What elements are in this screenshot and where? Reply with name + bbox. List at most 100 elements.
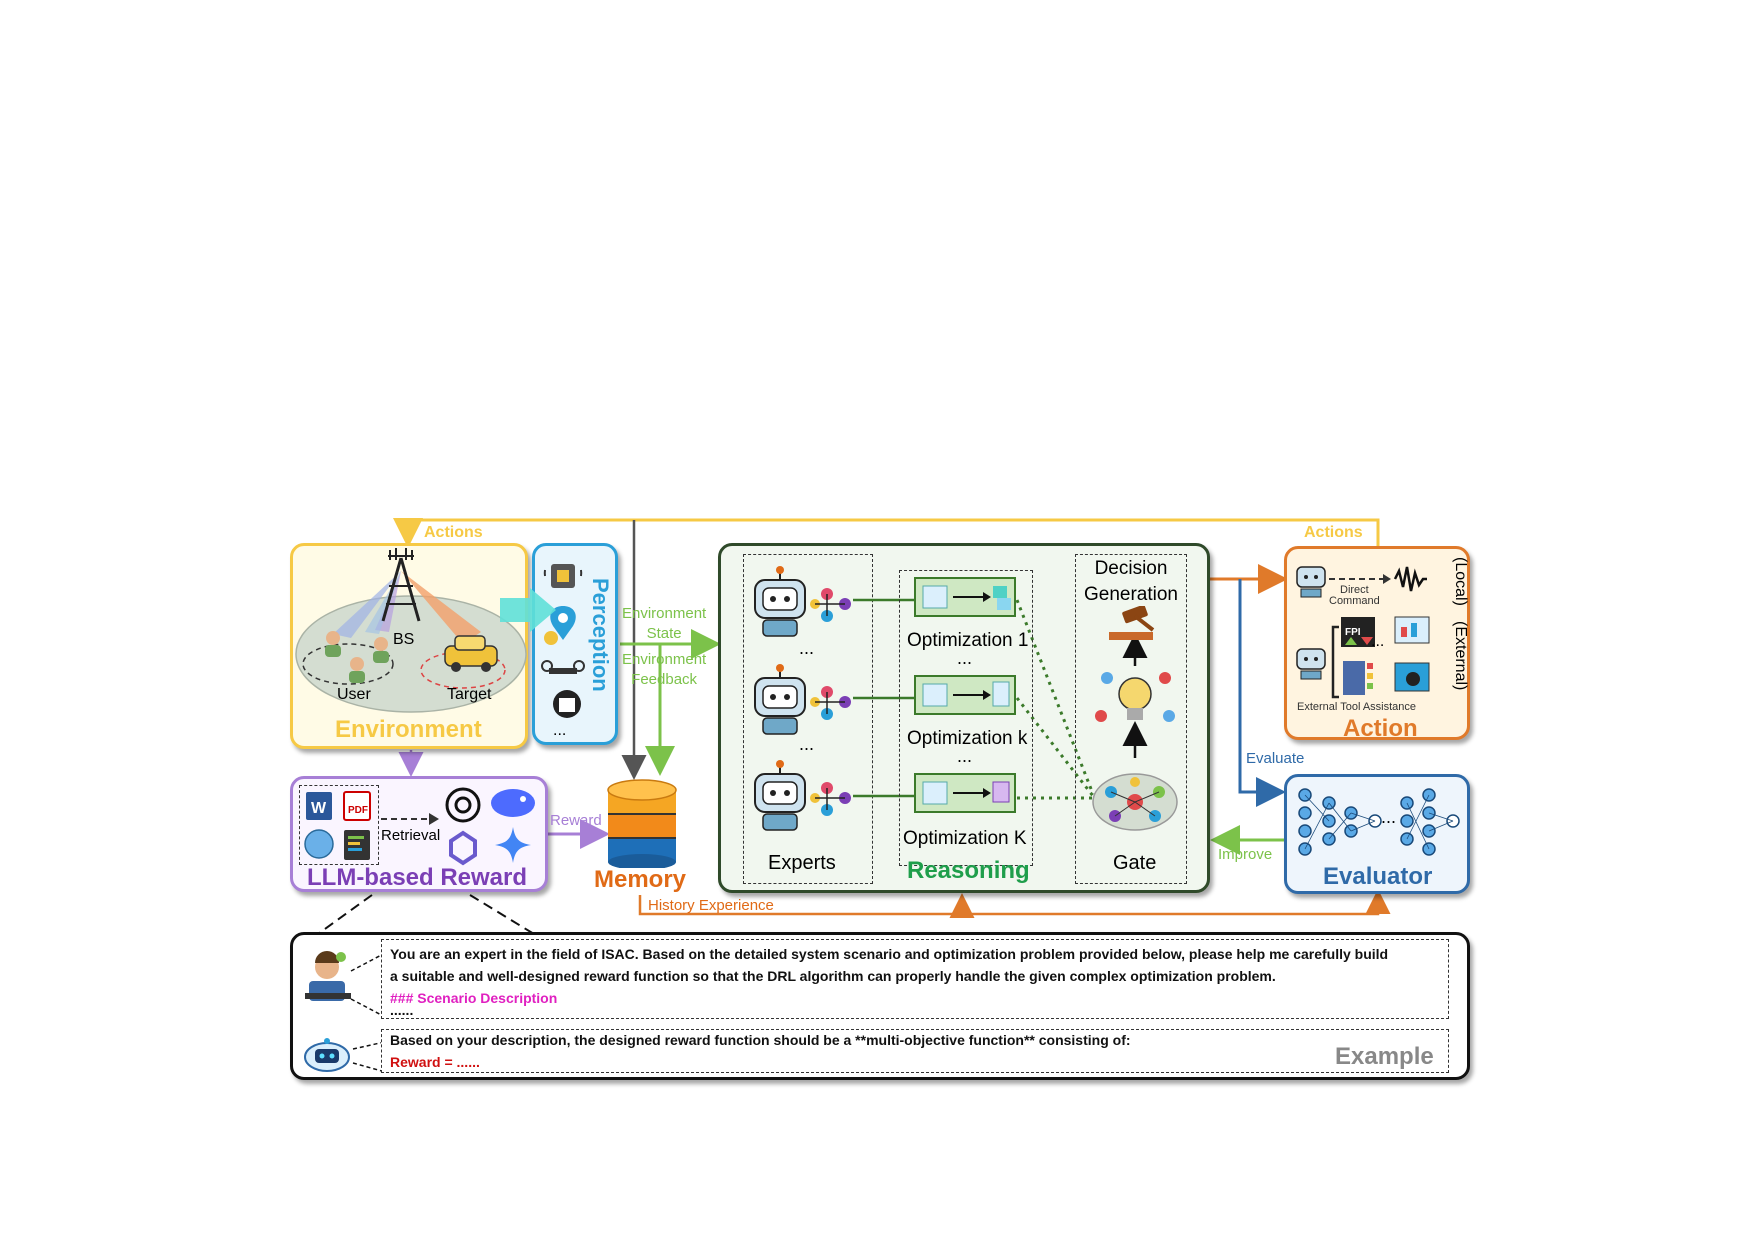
database-icon [607, 779, 677, 868]
sensor-icons [541, 564, 585, 718]
chart-tool-icon [1394, 616, 1430, 644]
drone-icon [541, 660, 585, 674]
svg-text:PDF: PDF [348, 805, 368, 816]
robot-sensor-icon [553, 690, 581, 718]
bot-response-box: Based on your description, the designed … [381, 1029, 1449, 1073]
reasoning-connectors [853, 598, 1148, 800]
decision-line1: Decision [1094, 558, 1168, 579]
evaluate-label: Evaluate [1246, 750, 1305, 767]
svg-text:W: W [311, 800, 327, 817]
environment-scene [295, 548, 527, 713]
tower-icon [381, 548, 421, 622]
example-avatars [304, 951, 381, 1072]
environment-state-label: Environment State [622, 604, 706, 644]
optimization-k-label: Optimization k [907, 728, 1028, 749]
environment-panel: BS User Target Environment [290, 543, 528, 749]
bot-response-line1: Based on your description, the designed … [390, 1032, 1131, 1048]
action-icons: FPI [1296, 566, 1430, 699]
globe-icon [304, 829, 334, 859]
optimization-block-icon [914, 577, 1016, 617]
user-label: User [337, 686, 371, 703]
experts-label: Experts [768, 852, 836, 874]
target-label: Target [447, 686, 492, 703]
env-feedback-line1: Environment [622, 651, 707, 668]
action-ellipsis: ... [1371, 633, 1385, 650]
pdf-icon: PDF [343, 791, 371, 821]
chip-icon [543, 564, 583, 588]
robot-icon [754, 566, 851, 637]
environment-feedback-label: Environment Feedback [622, 650, 706, 690]
optimization-block-icon [914, 773, 1016, 813]
retrieval-label: Retrieval [381, 827, 441, 844]
opt-ellipsis-1: ... [957, 648, 973, 668]
waveform-icon [1393, 566, 1427, 592]
document-icons: W PDF [304, 791, 371, 860]
env-state-line2: State [646, 625, 682, 642]
gate-label: Gate [1113, 852, 1157, 874]
scenario-description-label: ### Scenario Description [390, 990, 558, 1006]
svg-text:FPI: FPI [1345, 627, 1361, 638]
action-panel: FPI ... Direct Command External Tool Ass… [1284, 546, 1470, 742]
robot-icon [1296, 566, 1326, 598]
actions-loop-label: Actions [424, 524, 483, 541]
user-prompt-line2: a suitable and well-designed reward func… [390, 968, 1276, 984]
direct-command-label: Direct Command [1329, 585, 1380, 607]
experts-group [743, 554, 873, 884]
direct-command-line1: Direct [1340, 584, 1369, 596]
opt-ellipsis-2: ... [957, 746, 973, 766]
expert-robot-3 [754, 760, 851, 831]
deepseek-icon [491, 789, 535, 817]
reasoning-title: Reasoning [907, 857, 1030, 884]
word-icon: W [306, 792, 332, 820]
settings-tool-icon [1394, 662, 1430, 692]
gavel-icon [1109, 606, 1155, 640]
location-icon [544, 606, 576, 645]
gemini-icon [495, 827, 531, 863]
optimization-K-label: Optimization K [903, 828, 1027, 849]
database-tool-icon [1343, 661, 1373, 695]
decision-group [1075, 554, 1187, 884]
external-label: (External) [1452, 621, 1469, 691]
memory-title: Memory [594, 866, 687, 893]
expert-robots [754, 566, 851, 735]
qwen-icon [449, 830, 477, 866]
decision-line2: Generation [1083, 584, 1178, 605]
evaluator-panel: ... Evaluator [1284, 774, 1470, 894]
optimization-block-icon [914, 675, 1016, 715]
code-file-icon [344, 830, 370, 860]
bot-avatar-icon [304, 1038, 350, 1072]
neural-network-icon [1298, 788, 1460, 856]
decision-generation-label: Decision Generation [1079, 556, 1183, 608]
fpi-icon: FPI [1341, 617, 1375, 647]
perception-title: Perception [588, 578, 613, 692]
environment-title: Environment [335, 716, 482, 743]
llm-logo-icons [445, 787, 535, 866]
user-prompt-line1: You are an expert in the field of ISAC. … [390, 946, 1389, 962]
evaluator-ellipsis: ... [1381, 807, 1397, 827]
perception-panel: ... Perception [532, 543, 618, 745]
env-state-line1: Environment [622, 605, 707, 622]
openai-icon [445, 787, 481, 823]
document-source-box: W PDF [299, 785, 379, 865]
bot-response-reward: Reward = ...... [390, 1054, 480, 1070]
llm-reward-title: LLM-based Reward [307, 864, 528, 891]
optimization-blocks [914, 577, 1016, 813]
gate-network-icon [1092, 773, 1178, 831]
experts-ellipsis-2: ... [799, 734, 815, 754]
car-icon [444, 635, 498, 672]
user-prompt-ellipsis: ...... [390, 1002, 414, 1018]
robot-icon [1296, 648, 1326, 680]
user-prompt-box: You are an expert in the field of ISAC. … [381, 939, 1449, 1019]
reward-arrow-label: Reward [550, 812, 602, 829]
reasoning-panel: ... ... Experts Optimization 1 ... Optim… [718, 543, 1210, 893]
action-actions-label: Actions [1304, 524, 1363, 541]
bs-label: BS [393, 631, 415, 648]
tool-assist-label: External Tool Assistance [1297, 701, 1417, 713]
action-title: Action [1343, 715, 1418, 742]
example-label: Example [1335, 1043, 1434, 1070]
improve-label: Improve [1218, 846, 1273, 863]
experts-ellipsis-1: ... [799, 638, 815, 658]
example-panel: You are an expert in the field of ISAC. … [290, 932, 1470, 1080]
optimization-group [899, 570, 1033, 866]
